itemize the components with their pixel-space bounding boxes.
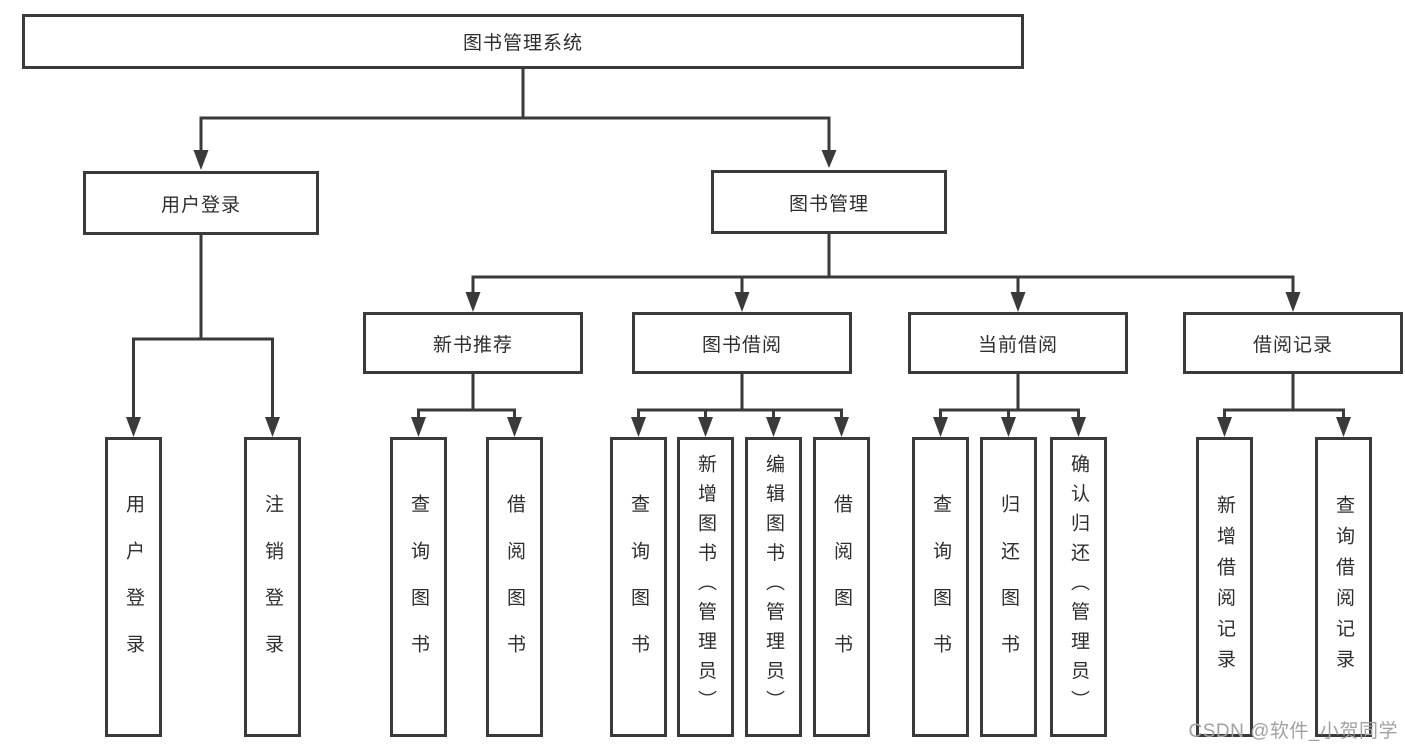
arrowhead [265,417,280,437]
leaf-bb-borrow-books: 借阅图书 [813,437,870,737]
leaf-label: 注销登录 [262,493,283,681]
arrowhead [631,417,646,437]
node-label: 新书推荐 [432,334,513,356]
leaf-label: 确认归还（管理员） [1068,454,1089,720]
leaf-label: 新增图书（管理员） [695,454,716,720]
leaf-cb-return-books: 归还图书 [980,437,1037,737]
arrowhead [834,417,849,437]
leaf-bb-query-books: 查询图书 [610,437,667,737]
node-label: 用户登录 [160,194,241,216]
arrowhead [698,417,713,437]
leaf-user-login: 用户登录 [105,437,162,737]
node-label: 图书管理系统 [462,33,583,54]
arrowhead [411,417,426,437]
leaf-label: 查询借阅记录 [1333,494,1354,680]
node-borrow-records: 借阅记录 [1183,312,1403,374]
leaf-logout: 注销登录 [244,437,301,737]
node-current-borrow: 当前借阅 [908,312,1128,374]
leaf-br-query-record: 查询借阅记录 [1315,437,1372,737]
leaf-label: 编辑图书（管理员） [763,454,784,720]
leaf-nbr-query-books: 查询图书 [390,437,447,737]
leaf-cb-confirm-return-admin: 确认归还（管理员） [1050,437,1107,737]
arrowhead [1001,417,1016,437]
node-book-borrow: 图书借阅 [632,312,852,374]
leaf-cb-query-books: 查询图书 [912,437,969,737]
node-label: 当前借阅 [977,334,1058,356]
node-library-management-system: 图书管理系统 [22,14,1024,69]
arrowhead [933,417,948,437]
leaf-nbr-borrow-books: 借阅图书 [486,437,543,737]
arrowhead [1336,417,1351,437]
arrowhead [1285,292,1301,312]
csdn-watermark: CSDN @软件_小贺同学 [1188,721,1398,742]
leaf-label: 查询图书 [628,493,649,681]
leaf-label: 归还图书 [998,493,1019,681]
node-book-management: 图书管理 [711,170,947,234]
arrowhead [734,292,750,312]
leaf-bb-edit-book-admin: 编辑图书（管理员） [745,437,802,737]
leaf-label: 新增借阅记录 [1214,494,1235,680]
arrowhead [193,150,209,170]
node-new-book-recommend: 新书推荐 [363,312,583,374]
arrowhead [465,292,481,312]
arrowhead [1010,292,1026,312]
node-label: 图书管理 [788,193,869,215]
node-user-login: 用户登录 [83,171,319,235]
arrowhead [507,417,522,437]
leaf-label: 查询图书 [408,493,429,681]
node-label: 借阅记录 [1252,334,1333,356]
arrowhead [821,150,837,168]
arrowhead [1071,417,1086,437]
leaf-bb-add-book-admin: 新增图书（管理员） [677,437,734,737]
leaf-label: 借阅图书 [504,493,525,681]
leaf-br-add-record: 新增借阅记录 [1196,437,1253,737]
arrowhead [126,417,141,437]
arrowhead [766,417,781,437]
node-label: 图书借阅 [701,334,782,356]
leaf-label: 查询图书 [930,493,951,681]
arrowheads [126,150,1351,437]
leaf-label: 用户登录 [123,493,144,681]
arrowhead [1217,417,1232,437]
leaf-label: 借阅图书 [831,493,852,681]
